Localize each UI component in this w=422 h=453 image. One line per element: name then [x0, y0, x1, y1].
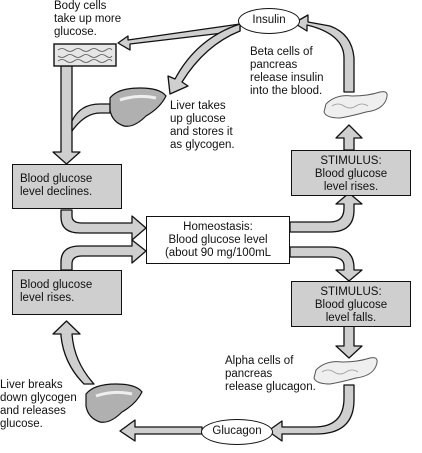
pancreas-icon — [323, 91, 388, 119]
arrow-liver-to-column — [71, 103, 111, 132]
arrow-declines-to-homeostasis — [60, 209, 147, 241]
arrow-homeostasis-to-stimulus-falls — [289, 246, 363, 282]
cell-tissue-icon — [53, 43, 117, 67]
arrow-bodycells-to-declines — [52, 65, 81, 165]
pancreas-icon — [313, 357, 378, 385]
stimulus-falls-box: STIMULUS: Blood glucose level falls. — [291, 281, 411, 327]
arrow-stimulus-to-pancreas — [335, 124, 363, 151]
homeostasis-box: Homeostasis: Blood glucose level (about … — [146, 216, 290, 264]
liver-breaks-label: Liver breaks down glycogen and releases … — [0, 379, 77, 430]
liver-takes-label: Liver takes up glucose and stores it as … — [170, 100, 235, 151]
arrow-homeostasis-to-stimulus-rises — [289, 192, 363, 233]
arrow-pancreas-to-insulin — [293, 14, 355, 93]
blood-glucose-declines-box: Blood glucose level declines. — [12, 164, 122, 209]
blood-glucose-rises-box: Blood glucose level rises. — [12, 270, 122, 315]
arrow-liver-to-rises — [52, 320, 95, 385]
glucagon-oval: Glucagon — [201, 419, 273, 445]
liver-icon — [85, 383, 143, 423]
stimulus-rises-box: STIMULUS: Blood glucose level rises. — [291, 150, 411, 196]
alpha-cells-label: Alpha cells of pancreas release glucagon… — [225, 355, 316, 393]
arrow-insulin-to-liver — [167, 23, 241, 95]
body-cells-label: Body cells take up more glucose. — [54, 0, 122, 38]
beta-cells-label: Beta cells of pancreas release insulin i… — [250, 46, 324, 97]
insulin-oval: Insulin — [238, 8, 300, 34]
arrow-pancreas-to-glucagon — [267, 384, 355, 442]
liver-icon — [109, 87, 167, 127]
arrow-rises-to-homeostasis — [60, 239, 147, 271]
arrow-glucagon-to-liver — [119, 419, 203, 442]
